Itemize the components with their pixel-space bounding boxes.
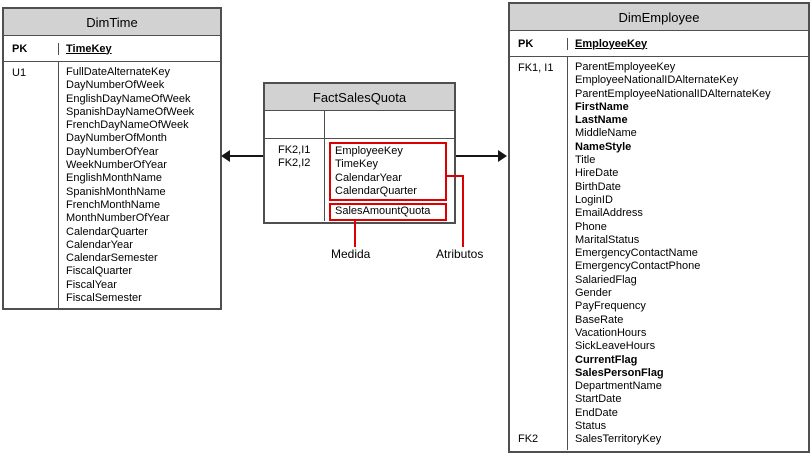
column-row: MonthNumberOfYear — [66, 212, 170, 225]
column-row: CalendarQuarter — [66, 225, 148, 238]
column-row: DepartmentName — [575, 380, 662, 393]
column-row: VacationHours — [575, 326, 647, 339]
column-row: DayNumberOfYear — [66, 145, 159, 158]
column-row: CurrentFlag — [575, 353, 638, 366]
table-body: FK1, I1 FK2 ParentEmployeeKey EmployeeNa… — [510, 57, 808, 450]
column-row: DayNumberOfWeek — [66, 79, 165, 92]
key-labels-column: U1 — [4, 62, 59, 308]
column-row: FirstName — [575, 100, 629, 113]
fk-label: FK2 — [518, 432, 539, 445]
empty-key-cell — [265, 111, 325, 138]
arrowhead-left-icon — [221, 150, 230, 162]
column-row: MaritalStatus — [575, 233, 640, 246]
column-row: EnglishMonthName — [66, 172, 162, 185]
column-row: CalendarYear — [66, 238, 133, 251]
table-header: DimTime — [4, 9, 220, 36]
key-labels-column: FK2,I1 FK2,I2 — [265, 139, 325, 221]
column-row: EmergencyContactName — [575, 247, 698, 260]
relationship-line-dimemployee — [456, 155, 499, 157]
empty-pk-row — [265, 111, 454, 139]
column-row: FrenchDayNameOfWeek — [66, 119, 189, 132]
column-row: ParentEmployeeNationalIDAlternateKey — [575, 87, 771, 100]
primary-key-row: PK EmployeeKey — [510, 31, 808, 57]
table-header: FactSalesQuota — [265, 84, 454, 111]
key-labels-column: FK1, I1 FK2 — [510, 57, 568, 450]
attributes-callout-line-vertical — [462, 175, 464, 247]
measure-highlight-box: SalesAmountQuota — [329, 203, 447, 221]
unique-key-label: U1 — [12, 67, 27, 79]
column-row: CalendarSemester — [66, 252, 158, 265]
fk-label: FK2,I2 — [278, 157, 311, 170]
column-row: EnglishDayNameOfWeek — [66, 92, 191, 105]
column-row: Phone — [575, 220, 607, 233]
pk-key-cell: PK — [510, 37, 568, 50]
primary-key-row: PK TimeKey — [4, 36, 220, 62]
columns-list: FullDateAlternateKey DayNumberOfWeek Eng… — [59, 62, 220, 308]
column-row: FiscalSemester — [66, 292, 142, 305]
column-row: LastName — [575, 114, 628, 127]
column-row: SalariedFlag — [575, 273, 637, 286]
columns-list: ParentEmployeeKey EmployeeNationalIDAlte… — [568, 57, 808, 450]
table-title: DimTime — [86, 14, 138, 30]
column-row: CalendarYear — [335, 171, 402, 184]
entity-table-dimtime: DimTime PK TimeKey U1 FullDateAlternateK… — [2, 7, 222, 310]
column-row: EmailAddress — [575, 207, 643, 220]
attributes-label: Atributos — [436, 247, 484, 261]
attributes-highlight-box: EmployeeKey TimeKey CalendarYear Calenda… — [329, 142, 447, 202]
column-row: LoginID — [575, 193, 613, 206]
entity-table-dimemployee: DimEmployee PK EmployeeKey FK1, I1 FK2 P… — [508, 2, 810, 453]
column-row: SalesTerritoryKey — [575, 433, 662, 446]
column-row: EmployeeKey — [335, 145, 403, 157]
fk-label: FK1, I1 — [518, 62, 554, 74]
measure-callout-line — [354, 221, 356, 247]
table-title: DimEmployee — [618, 9, 700, 25]
column-row: FiscalYear — [66, 278, 117, 291]
column-row: SalesAmountQuota — [335, 205, 431, 218]
column-row: NameStyle — [575, 140, 632, 153]
column-row: ParentEmployeeKey — [575, 61, 676, 73]
column-row: BaseRate — [575, 313, 624, 326]
column-row: Title — [575, 154, 596, 167]
column-row: FullDateAlternateKey — [66, 66, 170, 78]
pk-field-name: EmployeeKey — [575, 37, 648, 50]
column-row: Gender — [575, 287, 612, 300]
column-row: EmployeeNationalIDAlternateKey — [575, 74, 739, 87]
column-row: EmergencyContactPhone — [575, 260, 701, 273]
column-row: BirthDate — [575, 180, 621, 193]
pk-field-name: TimeKey — [66, 42, 112, 55]
column-row: SpanishMonthName — [66, 185, 166, 198]
column-row: Status — [575, 420, 607, 433]
entity-table-factsalesquota: FactSalesQuota FK2,I1 FK2,I2 EmployeeKey… — [263, 82, 456, 224]
column-row: HireDate — [575, 167, 619, 180]
column-row: WeekNumberOfYear — [66, 159, 167, 172]
column-row: StartDate — [575, 393, 622, 406]
measure-label: Medida — [331, 247, 371, 261]
columns-list: EmployeeKey TimeKey CalendarYear Calenda… — [325, 139, 454, 221]
column-row: PayFrequency — [575, 300, 646, 313]
table-body: FK2,I1 FK2,I2 EmployeeKey TimeKey Calend… — [265, 139, 454, 221]
column-row: FiscalQuarter — [66, 265, 133, 278]
column-row: DayNumberOfMonth — [66, 132, 167, 145]
column-row: SpanishDayNameOfWeek — [66, 105, 195, 118]
column-row: SalesPersonFlag — [575, 366, 664, 379]
column-row: EndDate — [575, 406, 618, 419]
pk-key-cell: PK — [4, 42, 59, 55]
column-row: MiddleName — [575, 127, 637, 140]
relationship-line-dimtime — [229, 155, 263, 157]
arrowhead-right-icon — [498, 150, 507, 162]
column-row: TimeKey — [335, 158, 378, 171]
column-row: SickLeaveHours — [575, 340, 656, 353]
column-row: CalendarQuarter — [335, 184, 417, 197]
table-body: U1 FullDateAlternateKey DayNumberOfWeek … — [4, 62, 220, 308]
attributes-callout-line-horizontal — [446, 175, 464, 177]
table-title: FactSalesQuota — [312, 89, 407, 105]
table-header: DimEmployee — [510, 4, 808, 31]
column-row: FrenchMonthName — [66, 198, 161, 211]
fk-label: FK2,I1 — [278, 144, 311, 156]
